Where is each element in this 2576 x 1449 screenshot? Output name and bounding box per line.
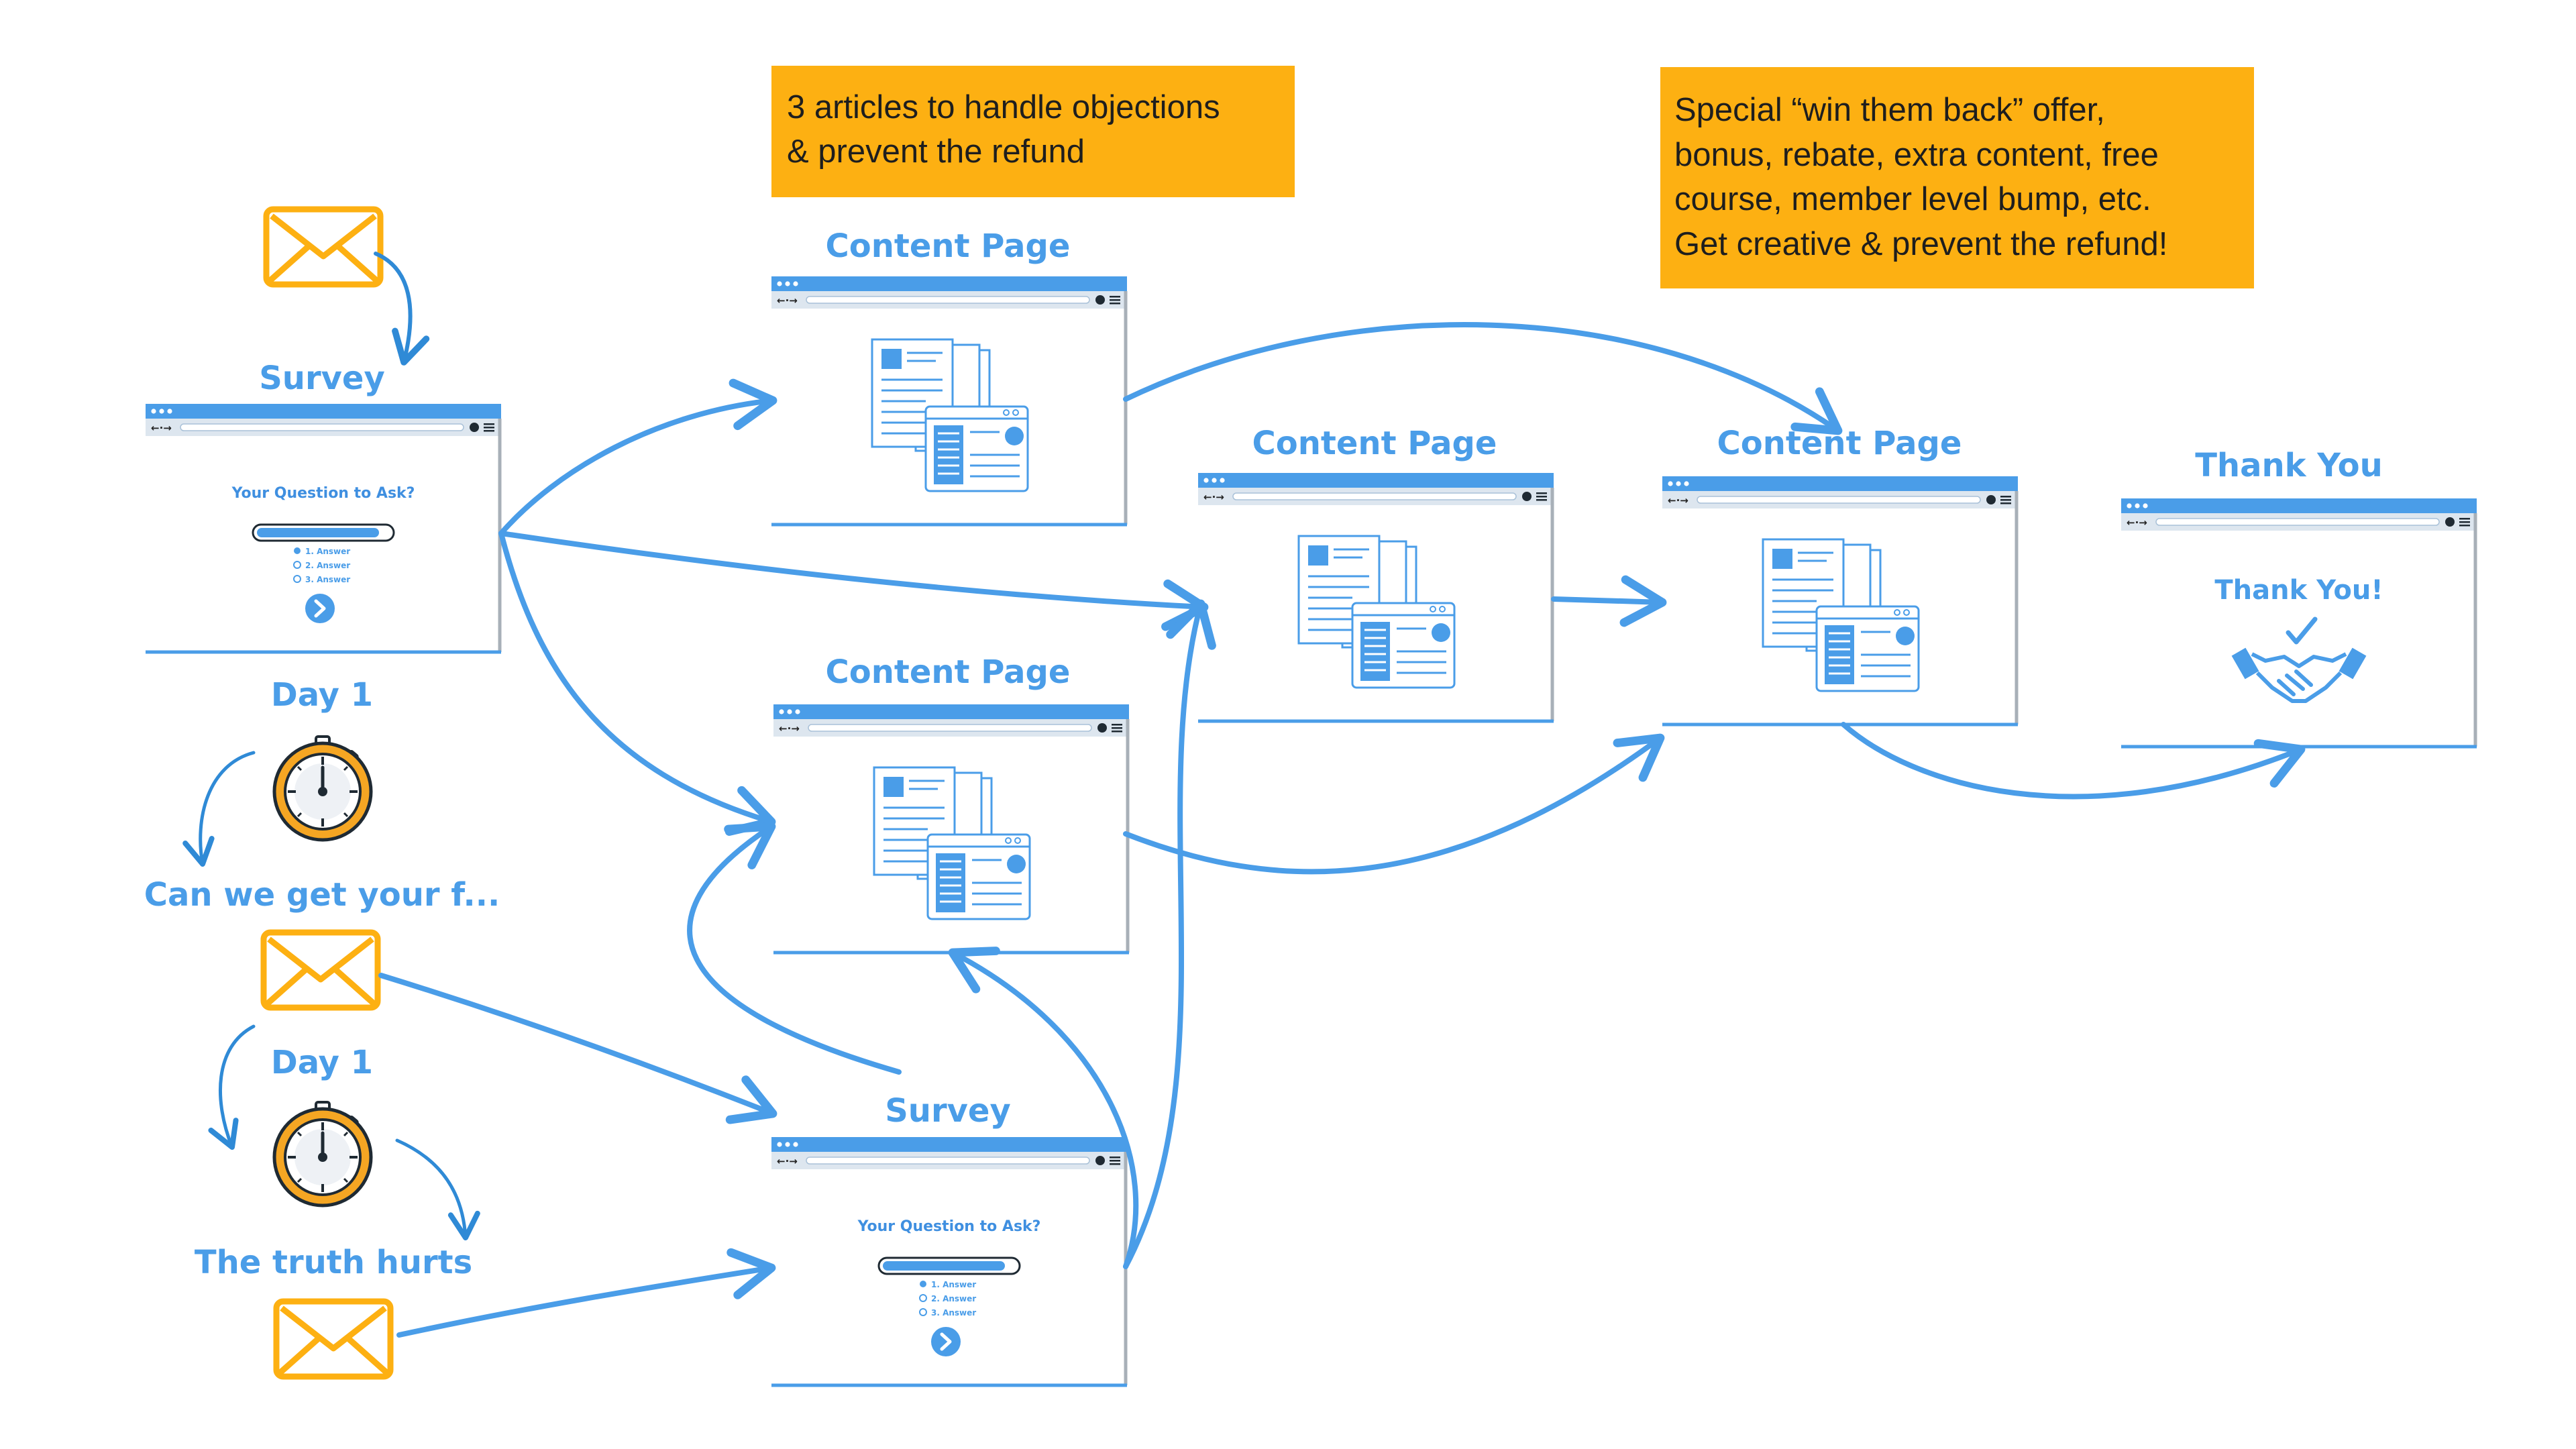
survey-question: Your Question to Ask?: [857, 1218, 1041, 1235]
note-win-back-line-3: course, member level bump, etc.: [1674, 181, 2151, 217]
survey-answer-1: 1. Answer: [931, 1280, 976, 1289]
content-page-1: [771, 276, 1128, 527]
note-win-back-line-2: bonus, rebate, extra content, free: [1674, 137, 2159, 173]
survey-2-label: Survey: [885, 1092, 1011, 1130]
survey-answer-2: 2. Answer: [931, 1294, 976, 1303]
note-win-back: Special “win them back” offer, bonus, re…: [1660, 67, 2254, 288]
note-win-back-line-1: Special “win them back” offer,: [1674, 92, 2105, 128]
email-icon: [276, 1301, 390, 1377]
content-page-3: [1197, 472, 1554, 723]
survey-label: Survey: [259, 360, 385, 397]
note-win-back-line-4: Get creative & prevent the refund!: [1674, 226, 2167, 262]
survey-answer-1: 1. Answer: [305, 547, 350, 556]
flow-arrows: [182, 252, 2306, 1338]
content-page-2: [773, 704, 1130, 955]
day-label-1: Day 1: [271, 676, 373, 714]
email-icon: [266, 209, 380, 284]
content-page-3-label: Content Page: [1252, 425, 1497, 462]
survey-next-button[interactable]: [305, 594, 335, 623]
thank-you-page: Thank You!: [2121, 498, 2477, 749]
survey-question: Your Question to Ask?: [231, 485, 415, 502]
handshake-check-icon: [2231, 616, 2367, 703]
survey-answer-2: 2. Answer: [305, 561, 350, 570]
survey-next-button[interactable]: [931, 1327, 961, 1356]
survey-page-2: Your Question to Ask? 1. Answer 2. Answe…: [771, 1136, 1128, 1387]
email-3-label: The truth hurts: [195, 1244, 472, 1281]
email-icon: [264, 932, 378, 1008]
thank-you-label: Thank You: [2195, 447, 2383, 484]
content-page-2-label: Content Page: [826, 653, 1071, 691]
note-objections-line-1: 3 articles to handle objections: [787, 89, 1220, 125]
stopwatch-icon: [274, 737, 371, 840]
survey-page-1: Your Question to Ask? 1. Answer 2. Answe…: [145, 403, 502, 654]
email-2-label: Can we get your f...: [144, 876, 500, 914]
survey-answer-3: 3. Answer: [305, 575, 350, 584]
note-objections-line-2: & prevent the refund: [787, 133, 1085, 170]
thank-you-heading: Thank You!: [2214, 575, 2383, 606]
note-objections: 3 articles to handle objections & preven…: [771, 66, 1295, 197]
survey-answer-3: 3. Answer: [931, 1308, 976, 1318]
day-label-2: Day 1: [271, 1044, 373, 1081]
stopwatch-icon: [274, 1102, 371, 1205]
content-page-1-label: Content Page: [826, 227, 1071, 265]
content-page-4: [1662, 476, 2019, 727]
